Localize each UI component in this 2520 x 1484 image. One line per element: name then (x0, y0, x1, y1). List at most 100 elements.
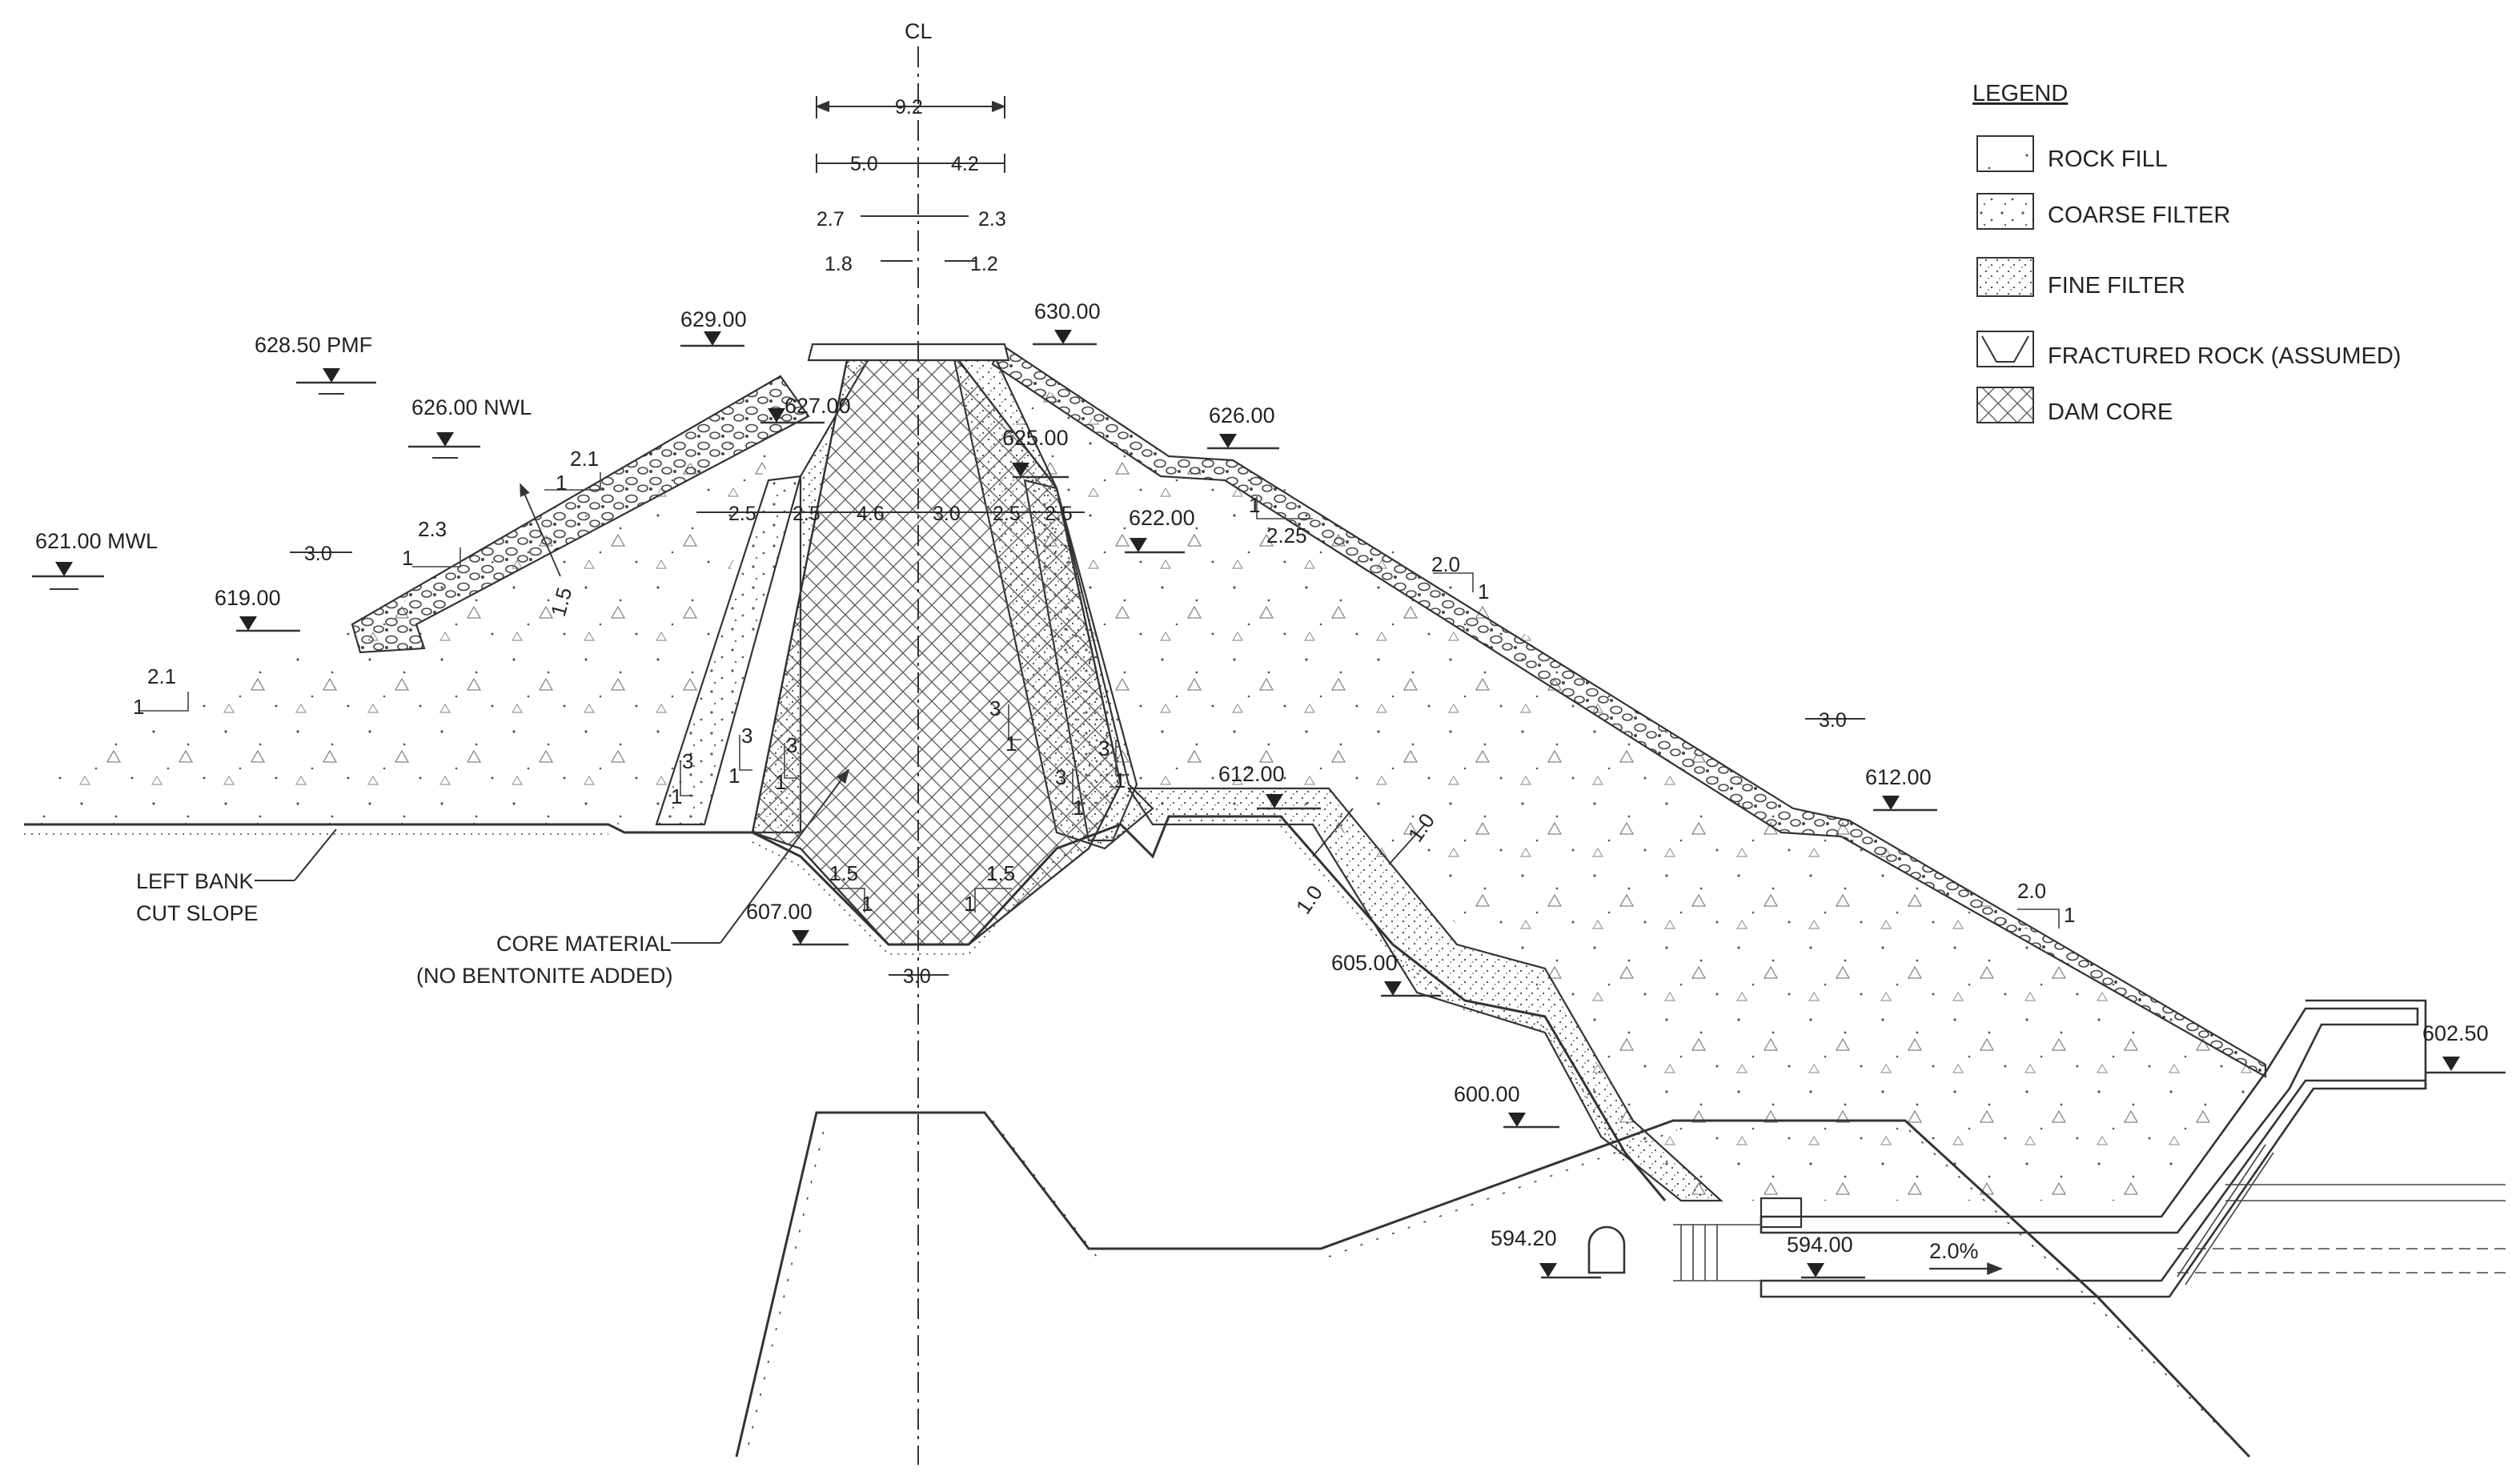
svg-text:2.5: 2.5 (728, 503, 756, 525)
svg-text:1.5: 1.5 (829, 861, 858, 885)
svg-text:605.00: 605.00 (1331, 951, 1398, 975)
svg-text:2.3: 2.3 (978, 208, 1006, 231)
stilling-basin-ramp (2177, 1144, 2274, 1285)
svg-text:1: 1 (861, 892, 873, 916)
svg-text:1: 1 (1249, 493, 1260, 517)
svg-text:2.1: 2.1 (570, 447, 599, 471)
elevation-outlet-invert: 594.00 (1787, 1233, 1865, 1279)
slope-filter-left-mid: 3 1 (728, 724, 752, 788)
upstream-shell (24, 344, 849, 824)
elevation-downstream-crest: 630.00 (1033, 299, 1101, 346)
downstream-shell (1001, 360, 2265, 1201)
svg-text:622.00: 622.00 (1129, 506, 1195, 530)
svg-text:ROCK FILL: ROCK FILL (2048, 146, 2168, 172)
svg-text:625.00: 625.00 (1002, 426, 1069, 450)
svg-text:1: 1 (671, 784, 682, 808)
fractured-rock-outline (735, 1111, 2251, 1458)
legend-title: LEGEND (1972, 81, 2068, 106)
svg-text:600.00: 600.00 (1454, 1082, 1520, 1106)
svg-text:2.0: 2.0 (1431, 552, 1460, 576)
dimension-crest-halves: 5.0 4.2 (816, 153, 1005, 175)
svg-text:1: 1 (775, 770, 786, 794)
foundation-hatch (24, 825, 1626, 1163)
svg-text:2.7: 2.7 (817, 208, 845, 231)
tunnel-portal (1587, 1225, 1626, 1274)
svg-text:1: 1 (402, 546, 413, 570)
outlet-headwall (1760, 1197, 1803, 1229)
svg-text:2.0: 2.0 (2017, 879, 2046, 903)
svg-text:CORE MATERIAL: CORE MATERIAL (496, 932, 672, 956)
svg-text:594.00: 594.00 (1787, 1233, 1853, 1257)
elevation-pmf: 628.50 PMF (255, 333, 376, 395)
elevation-right-berm-top: 626.00 (1207, 403, 1279, 450)
elevation-downstream-inner: 622.00 (1125, 506, 1195, 554)
svg-text:621.00 MWL: 621.00 MWL (35, 529, 158, 553)
legend-item-fine-filter: FINE FILTER (1976, 257, 2185, 299)
svg-text:4.6: 4.6 (857, 503, 885, 525)
elevation-upstream-crest: 629.00 (680, 307, 747, 347)
svg-text:2.5: 2.5 (1045, 503, 1073, 525)
outlet-grade-label: 2.0% (1929, 1239, 1979, 1263)
svg-text:3: 3 (1055, 765, 1066, 789)
legend-item-coarse-filter: COARSE FILTER (1976, 193, 2230, 230)
legend-item-dam-core: DAM CORE (1976, 387, 2173, 425)
elevation-step-600: 600.00 (1454, 1082, 1559, 1129)
fractured-rock-ticks (748, 1120, 2242, 1450)
elevation-core-bench: 612.00 (1218, 762, 1321, 810)
svg-text:1: 1 (964, 892, 975, 916)
svg-text:3: 3 (741, 724, 752, 748)
legend-item-rock-fill: ROCK FILL (1976, 135, 2168, 172)
elevation-core-top: 627.00 (760, 394, 851, 424)
dimension-trench-base: 3.0 (889, 965, 949, 988)
core-material-callout: CORE MATERIAL (NO BENTONITE ADDED) (416, 768, 850, 988)
svg-text:1.8: 1.8 (825, 253, 853, 275)
elevation-nwl: 626.00 NWL (408, 395, 532, 459)
svg-text:COARSE FILTER: COARSE FILTER (2048, 203, 2230, 228)
svg-text:1.0: 1.0 (1291, 881, 1327, 919)
upstream-riprap (351, 375, 810, 654)
svg-text:628.50 PMF: 628.50 PMF (255, 333, 372, 357)
svg-text:2.5: 2.5 (793, 503, 821, 525)
outlet-conduit (1760, 1007, 2419, 1234)
svg-text:3.0: 3.0 (1819, 709, 1847, 732)
slope-downstream-upper: 2.0 1 (1431, 552, 1489, 604)
elevation-tunnel-invert: 594.20 (1491, 1226, 1601, 1279)
svg-text:1: 1 (728, 764, 740, 788)
svg-text:2.3: 2.3 (418, 517, 447, 541)
elevation-mwl: 621.00 MWL (32, 529, 158, 590)
tunnel-conduit (1673, 1224, 1761, 1281)
elevation-tailwater: 602.50 (2422, 1021, 2489, 1071)
svg-text:627.00: 627.00 (784, 394, 851, 418)
dimension-crest-total: 9.2 (815, 96, 1006, 118)
dimension-mid-widths: 2.5 2.5 4.6 3.0 2.5 2.5 (696, 503, 1085, 525)
legend: LEGEND ROCK FILL COARSE FILTER FINE FILT… (1972, 81, 2401, 425)
svg-text:(NO BENTONITE ADDED): (NO BENTONITE ADDED) (416, 964, 673, 988)
downstream-drain-filter (1126, 787, 1723, 1202)
centerline-label: CL (905, 19, 933, 43)
svg-text:629.00: 629.00 (680, 307, 747, 331)
legend-item-fractured-rock: FRACTURED ROCK (ASSUMED) (1976, 331, 2401, 369)
elevation-trench-bottom: 607.00 (746, 900, 849, 946)
svg-text:612.00: 612.00 (1865, 765, 1932, 789)
svg-text:3: 3 (682, 749, 693, 773)
svg-text:1: 1 (133, 695, 144, 719)
elevation-step-605: 605.00 (1331, 951, 1441, 997)
slope-filter-left-inner: 3 1 (775, 733, 797, 794)
tailwater-lines (2225, 1184, 2506, 1201)
svg-text:3: 3 (989, 696, 1001, 720)
svg-text:LEFT BANK: LEFT BANK (136, 869, 254, 893)
svg-text:2.1: 2.1 (147, 664, 176, 688)
dam-core-crest (807, 343, 1010, 362)
slope-right-shell: 1 2.25 (1249, 493, 1313, 547)
svg-text:2.5: 2.5 (993, 503, 1021, 525)
svg-text:1: 1 (1005, 732, 1017, 756)
elevation-downstream-berm: 612.00 (1865, 765, 1937, 812)
svg-text:4.2: 4.2 (951, 153, 979, 175)
slope-upstream-upper: 2.1 1 (544, 447, 601, 495)
svg-text:626.00: 626.00 (1209, 403, 1275, 427)
svg-text:1: 1 (1073, 796, 1084, 820)
dimension-filter-width: 2.7 2.3 (817, 208, 1006, 231)
slope-filter-left-outer: 3 1 (671, 749, 693, 808)
slope-filter-right-inner: 3 1 (989, 696, 1021, 756)
svg-text:619.00: 619.00 (215, 586, 281, 610)
